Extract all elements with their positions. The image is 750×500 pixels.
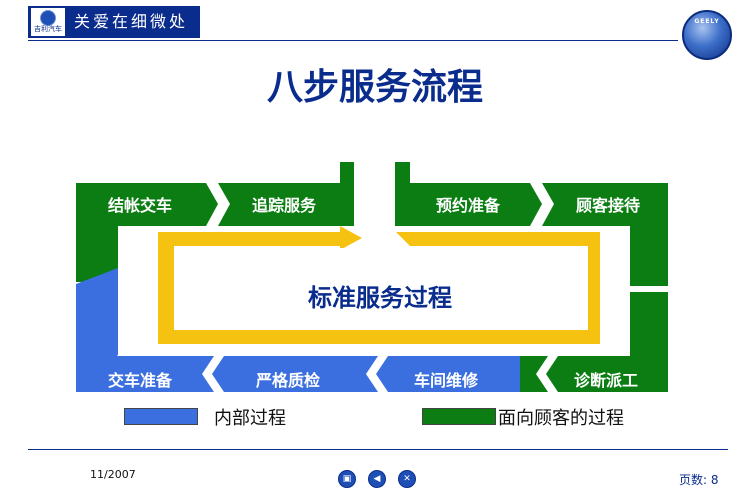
page-title: 八步服务流程 [266, 67, 483, 108]
page-number: 页数: 8 [679, 473, 719, 487]
legend-external-label: 面向顾客的过程 [498, 408, 624, 429]
separator-2 [530, 183, 554, 226]
separator-3 [202, 356, 224, 392]
step-delivery-prep: 交车准备 [108, 371, 173, 390]
step-quality-check: 严格质检 [256, 371, 321, 390]
end-show-icon[interactable]: ▣ [338, 470, 356, 488]
header-slogan: 关爱在细微处 [74, 12, 189, 31]
block-bottom-right [520, 292, 668, 392]
block-bottom-blue [76, 356, 540, 392]
company-logo: 吉利汽车 [31, 8, 65, 36]
logo-text: 吉利汽车 [34, 25, 62, 33]
separator-4 [366, 356, 388, 392]
bottom-divider [28, 449, 728, 450]
step-follow-up: 追踪服务 [252, 196, 317, 215]
previous-icon[interactable]: ◀ [368, 470, 386, 488]
chevron-separators [202, 183, 558, 392]
step-diagnosis: 诊断派工 [574, 371, 639, 390]
step-reception: 顾客接待 [576, 196, 641, 215]
center-label: 标准服务过程 [308, 284, 452, 312]
brand-badge-text: GEELY [694, 18, 720, 25]
step-workshop-repair: 车间维修 [414, 371, 479, 390]
separator-1 [206, 183, 230, 226]
step-checkout-delivery: 结帐交车 [108, 196, 173, 215]
close-icon[interactable]: ✕ [398, 470, 416, 488]
logo-emblem-icon [40, 10, 56, 26]
center-frame-inner [176, 248, 586, 328]
step-appointment: 预约准备 [436, 196, 501, 215]
footer-date: 11/2007 [90, 468, 136, 481]
center-frame [158, 226, 600, 344]
legend-external-swatch [422, 408, 496, 425]
brand-badge-icon: GEELY [682, 10, 732, 60]
legend-internal-label: 内部过程 [214, 408, 286, 429]
top-divider [28, 40, 678, 41]
legend-internal-swatch [124, 408, 198, 425]
separator-5 [536, 356, 558, 392]
